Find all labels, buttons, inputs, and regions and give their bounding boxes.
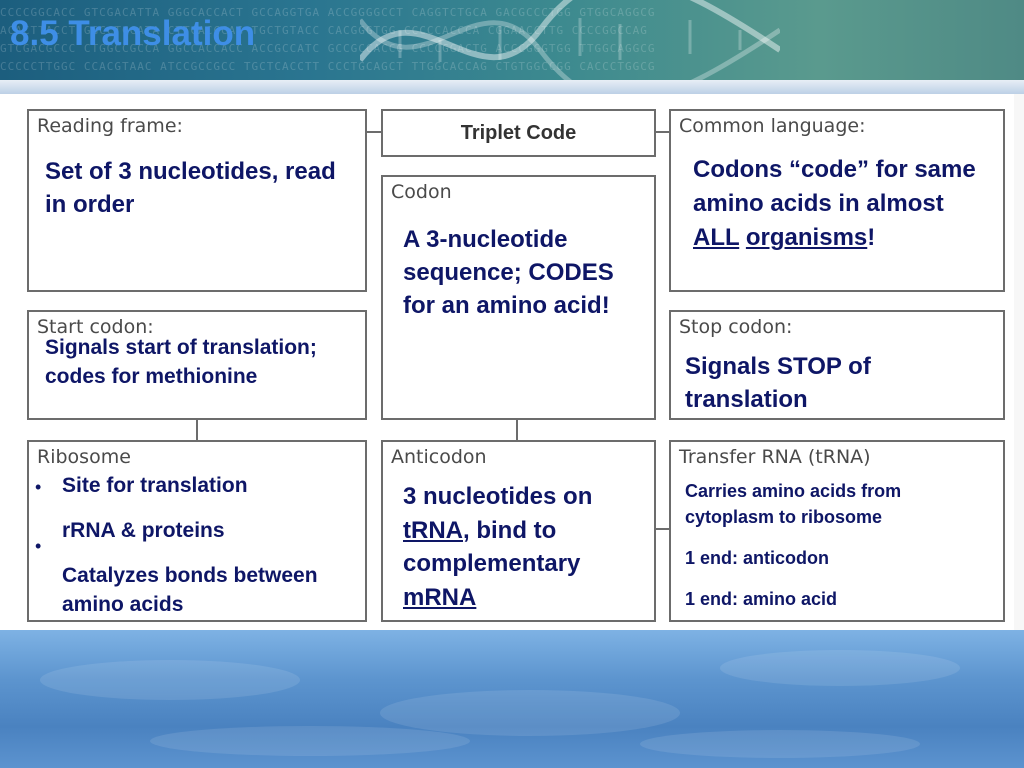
reading-frame-box: Reading frame: Set of 3 nucleotides, rea… (27, 109, 367, 292)
header-divider (0, 80, 1024, 94)
bullet-icon: • (35, 536, 42, 556)
dna-sequence-decoration: CCCCGGCACC GTCGACATTA GGGCACCACT GCCAGGT… (0, 6, 656, 19)
trna-line: 1 end: amino acid (685, 589, 838, 609)
header-banner: CCCCGGCACC GTCGACATTA GGGCACCACT GCCAGGT… (0, 0, 1024, 80)
ribosome-box: Ribosome • • Site for translation rRNA &… (27, 440, 367, 622)
codon-box: Codon A 3-nucleotide sequence; CODES for… (381, 175, 656, 420)
trna-box: Transfer RNA (tRNA) Carries amino acids … (669, 440, 1005, 622)
connector-line (516, 419, 518, 440)
dna-helix-decoration (360, 0, 780, 80)
codon-note: A 3-nucleotide sequence; CODES for an am… (403, 226, 614, 320)
dna-sequence-decoration: CCCCCTTGGC CCACGTAAC ATCCGCCGCC TGCTCACC… (0, 60, 656, 73)
reading-frame-note: Set of 3 nucleotides, read in order (45, 158, 336, 219)
ribosome-item: Catalyzes bonds between amino acids (62, 564, 318, 616)
reading-frame-label: Reading frame: (37, 115, 183, 137)
stop-codon-label: Stop codon: (679, 316, 793, 338)
start-codon-note: Signals start of translation; codes for … (45, 336, 317, 388)
anticodon-box: Anticodon 3 nucleotides on tRNA, bind to… (381, 440, 656, 622)
start-codon-label: Start codon: (37, 316, 154, 338)
bullet-icon: • (35, 477, 42, 497)
water-background (0, 630, 1024, 768)
common-language-label: Common language: (679, 115, 866, 137)
trna-label: Transfer RNA (tRNA) (679, 446, 871, 468)
common-language-box: Common language: Codons “code” for same … (669, 109, 1005, 292)
ribosome-item: rRNA & proteins (62, 519, 225, 542)
anticodon-note: 3 nucleotides on tRNA, bind to complemen… (403, 483, 593, 611)
ribosome-item: Site for translation (62, 474, 248, 497)
panel-edge (1014, 94, 1024, 630)
start-codon-box: Start codon: Signals start of translatio… (27, 310, 367, 420)
connector-line (196, 419, 198, 440)
triplet-code-box: Triplet Code (381, 109, 656, 157)
trna-line: Carries amino acids from cytoplasm to ri… (685, 481, 902, 527)
connector-line (656, 528, 670, 530)
trna-line: 1 end: anticodon (685, 548, 829, 568)
connector-line (656, 131, 670, 133)
anticodon-label: Anticodon (391, 446, 487, 468)
common-language-note: Codons “code” for same amino acids in al… (693, 156, 976, 252)
ribosome-label: Ribosome (37, 446, 131, 468)
dna-sequence-decoration: GTCGACGCCC CTGGCCGCCA GGCCACCACC ACCGCCA… (0, 42, 656, 55)
dna-sequence-decoration: ACACTTACCT GGCCTCCATA CTTGACCCAG TGCTGTA… (0, 24, 648, 37)
triplet-code-label: Triplet Code (460, 122, 577, 144)
connector-line (367, 131, 381, 133)
stop-codon-note: Signals STOP of translation (685, 353, 871, 414)
page-title: 8.5 Translation (10, 14, 256, 53)
codon-label: Codon (391, 181, 452, 203)
stop-codon-box: Stop codon: Signals STOP of translation (669, 310, 1005, 420)
